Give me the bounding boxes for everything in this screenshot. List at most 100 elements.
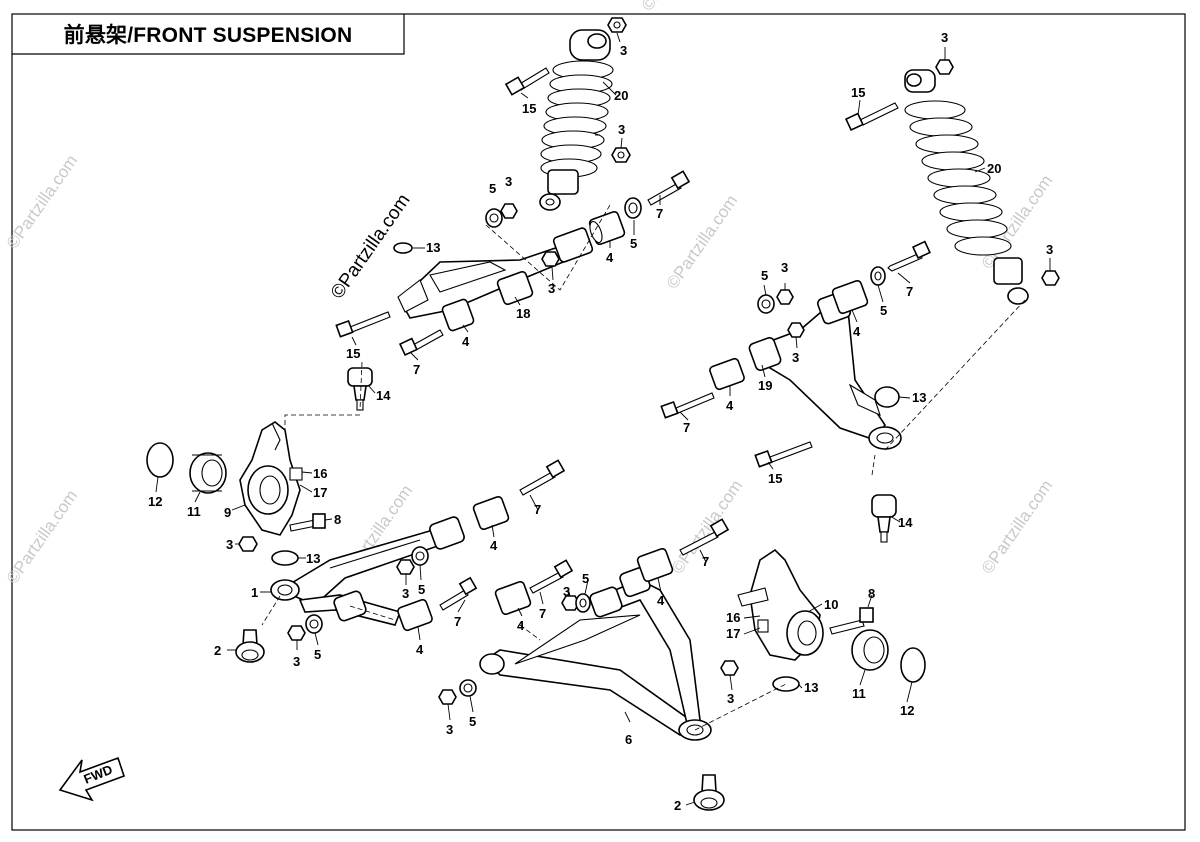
callout-5: 5 [582, 571, 589, 586]
fwd-arrow-icon: FWD [58, 756, 126, 802]
callout-7: 7 [539, 606, 546, 621]
callout-10: 10 [824, 597, 838, 612]
snap-ring-13 [772, 676, 800, 692]
nut-3 [935, 59, 954, 75]
nut-3 [611, 147, 631, 163]
callout-13: 13 [804, 680, 818, 695]
callout-8: 8 [334, 512, 341, 527]
callout-3: 3 [727, 691, 734, 706]
bolt-7 [439, 576, 478, 611]
callout-3: 3 [941, 30, 948, 45]
bushing-4 [588, 210, 626, 246]
callout-3: 3 [226, 537, 233, 552]
nut-3 [438, 689, 457, 705]
callout-4: 4 [517, 618, 525, 633]
nut-3 [720, 660, 739, 676]
washer-5 [485, 208, 503, 228]
callout-16: 16 [726, 610, 740, 625]
bolt-7 [519, 459, 566, 496]
bolt-7 [679, 518, 730, 556]
callout-3: 3 [505, 174, 512, 189]
bolt-8 [289, 513, 326, 532]
wheel-bearing-11 [189, 452, 227, 494]
bolt-7 [398, 329, 444, 357]
nut-3 [500, 203, 518, 219]
callout-4: 4 [462, 334, 470, 349]
right-lower-a-arm [479, 566, 712, 741]
callout-3: 3 [1046, 242, 1053, 257]
callout-15: 15 [851, 85, 865, 100]
callout-3: 3 [293, 654, 300, 669]
snap-ring-13 [271, 550, 299, 566]
callout-15: 15 [522, 101, 536, 116]
callout-3: 3 [781, 260, 788, 275]
ball-joint-2 [693, 774, 725, 811]
callout-4: 4 [726, 398, 734, 413]
callout-8: 8 [868, 586, 875, 601]
ball-joint-14 [871, 494, 897, 543]
nut-3 [787, 322, 805, 338]
callout-4: 4 [416, 642, 424, 657]
callout-3: 3 [618, 122, 625, 137]
callout-3: 3 [620, 43, 627, 58]
callout-16: 16 [313, 466, 327, 481]
nut-3 [541, 251, 560, 267]
callout-17: 17 [726, 626, 740, 641]
bolt-7 [647, 170, 691, 206]
callout-17: 17 [313, 485, 327, 500]
callout-3: 3 [563, 584, 570, 599]
washer-5 [411, 546, 429, 566]
callout-4: 4 [657, 593, 665, 608]
callout-4: 4 [606, 250, 614, 265]
callout-14: 14 [898, 515, 913, 530]
watermark: ©Partzilla.com [3, 151, 82, 252]
bushing-4 [494, 580, 532, 616]
ball-joint-2 [235, 629, 265, 663]
nut-3 [287, 625, 306, 641]
callout-4: 4 [490, 538, 498, 553]
callout-9: 9 [224, 505, 231, 520]
watermark: ©Partzilla.com [663, 191, 742, 292]
callout-13: 13 [426, 240, 440, 255]
callout-5: 5 [489, 181, 496, 196]
steering-knuckle-10 [737, 548, 824, 661]
callout-18: 18 [516, 306, 530, 321]
callout-3: 3 [402, 586, 409, 601]
callout-2: 2 [674, 798, 681, 813]
callout-7: 7 [656, 206, 663, 221]
callout-5: 5 [761, 268, 768, 283]
callout-5: 5 [469, 714, 476, 729]
callout-13: 13 [306, 551, 320, 566]
right-shock-absorber [904, 69, 1029, 305]
bolt-8 [829, 607, 874, 635]
callout-5: 5 [314, 647, 321, 662]
callout-15: 15 [346, 346, 360, 361]
bolt-7 [660, 392, 715, 419]
callout-labels: 3 20 15 3 5 3 7 5 4 13 3 18 15 4 7 14 3 … [148, 30, 1053, 813]
watermark: ©Partzilla.com [978, 476, 1057, 577]
callout-20: 20 [614, 88, 628, 103]
callout-7: 7 [534, 502, 541, 517]
callout-7: 7 [413, 362, 420, 377]
callout-3: 3 [548, 281, 555, 296]
nut-3 [396, 559, 415, 575]
callout-5: 5 [630, 236, 637, 251]
title-box-border [12, 14, 405, 55]
watermark: ©Partzilla.com [638, 0, 717, 14]
wheel-bearing-11 [851, 629, 889, 671]
callout-7: 7 [906, 284, 913, 299]
nut-3 [561, 595, 580, 611]
nut-3 [1041, 270, 1060, 286]
snap-ring-12 [900, 647, 926, 683]
callout-2: 2 [214, 643, 221, 658]
callout-11: 11 [187, 504, 201, 519]
callout-3: 3 [792, 350, 799, 365]
callout-13: 13 [912, 390, 926, 405]
watermark: ©Partzilla.com [3, 486, 82, 587]
callout-12: 12 [148, 494, 162, 509]
callout-7: 7 [454, 614, 461, 629]
leader-lines [155, 32, 1051, 806]
bushing-4 [441, 298, 475, 332]
snap-ring-12 [146, 442, 174, 478]
